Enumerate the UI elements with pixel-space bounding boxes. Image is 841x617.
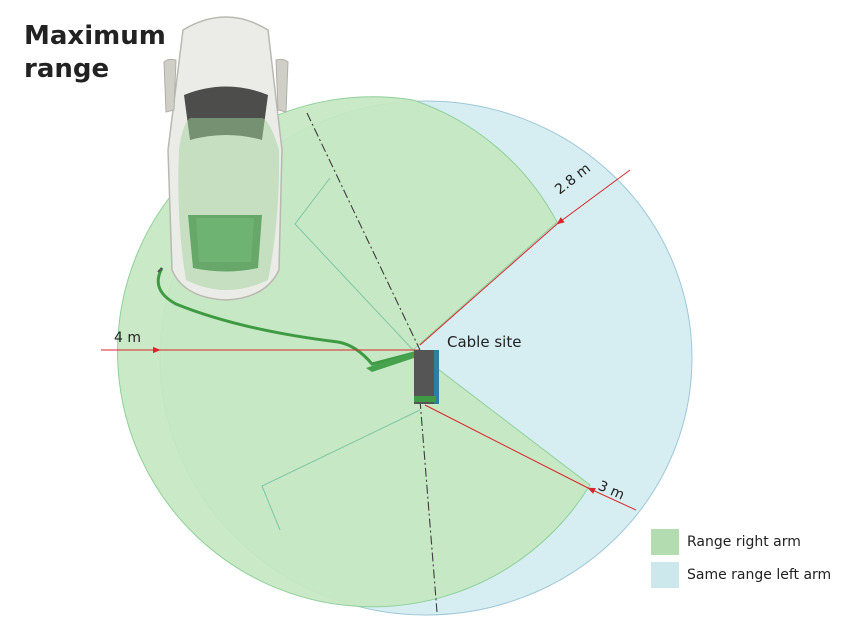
legend-label-left-arm: Same range left arm	[687, 567, 832, 583]
lower-wedge-outline	[261, 409, 421, 531]
charger-arm	[366, 350, 420, 372]
upper-right-reach-line	[419, 223, 558, 346]
lower-right-reach-line	[424, 404, 589, 489]
diagram-title: Maximum range	[24, 21, 166, 84]
axis-line-upper	[306, 112, 421, 351]
cable-site-label: Cable site	[447, 333, 522, 351]
upper-right-reach-arrow	[556, 169, 631, 225]
charging-cable	[156, 267, 419, 366]
lower-right-reach-arrow	[587, 487, 637, 511]
legend-label-right-arm: Range right arm	[687, 534, 801, 550]
left-reach-label: 4 m	[114, 330, 141, 346]
charger-unit	[414, 350, 436, 404]
upper-wedge-outline	[294, 177, 414, 351]
legend-swatch-left-arm	[651, 562, 679, 588]
legend-item-left-arm: Same range left arm	[651, 561, 831, 589]
axis-line-lower	[419, 399, 438, 613]
legend: Range right arm Same range left arm	[651, 528, 831, 594]
car-icon	[163, 16, 289, 301]
legend-item-right-arm: Range right arm	[651, 528, 831, 556]
legend-swatch-right-arm	[651, 529, 679, 555]
